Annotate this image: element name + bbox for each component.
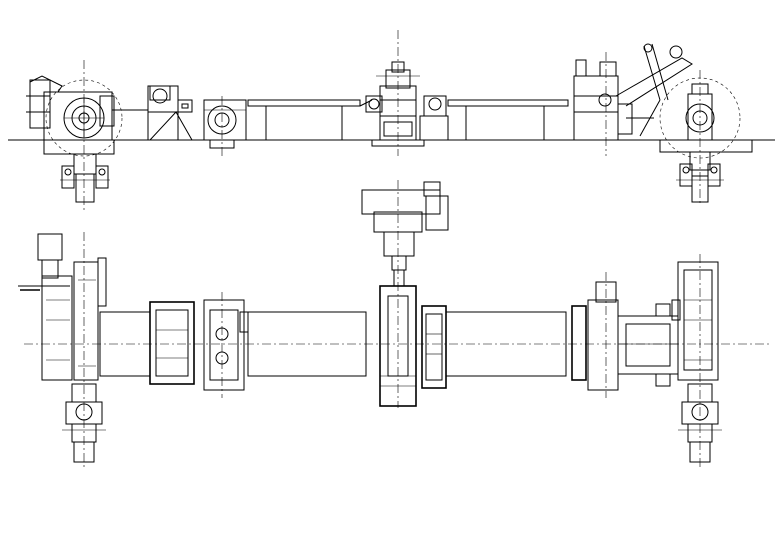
pinch-roll-unit-elevation bbox=[147, 85, 193, 141]
side-elevation-view bbox=[8, 30, 775, 210]
center-machine-plan bbox=[361, 180, 449, 408]
coiler-right-plan bbox=[671, 254, 722, 470]
drive-unit-elevation bbox=[419, 95, 449, 141]
uncoiler-left-elevation bbox=[26, 60, 148, 210]
recoiler-elevation bbox=[573, 43, 693, 156]
roller-table-left-elevation bbox=[247, 99, 373, 140]
plan-view bbox=[18, 180, 770, 470]
guide-stand-plan bbox=[421, 305, 447, 389]
recoiler-plan bbox=[571, 272, 679, 398]
coiler-right-elevation bbox=[659, 70, 753, 206]
pinch-roll-plan bbox=[149, 301, 195, 385]
strip-mid-right-plan bbox=[445, 311, 567, 377]
uncoiler-left-plan bbox=[18, 232, 107, 470]
strip-left-plan bbox=[99, 311, 151, 377]
feeder-plan bbox=[203, 292, 249, 398]
center-machine-elevation bbox=[365, 30, 425, 156]
strip-mid-left-plan bbox=[247, 311, 367, 377]
entry-feeder-elevation bbox=[203, 96, 247, 158]
roller-table-right-elevation bbox=[447, 99, 569, 140]
